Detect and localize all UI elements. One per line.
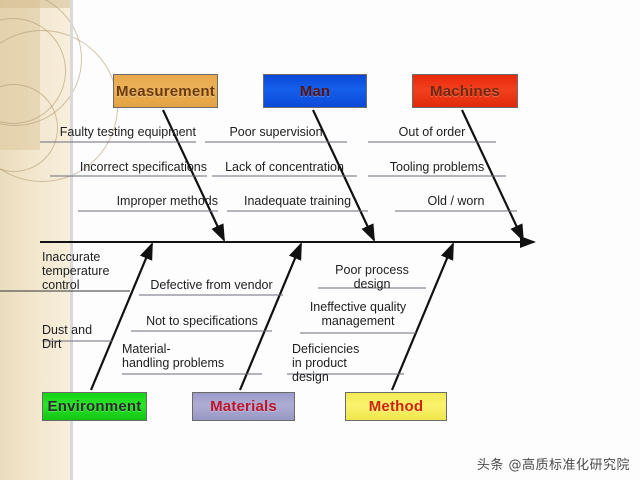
cause-environment-2: Dust and Dirt [42, 323, 93, 351]
bone-method [390, 241, 455, 391]
category-box-man[interactable]: Man [263, 74, 367, 108]
bone-materials [238, 241, 303, 391]
cause-materials-1: Defective from vendor [150, 278, 273, 292]
sidebar-divider [70, 0, 73, 480]
category-box-materials[interactable]: Materials [192, 392, 295, 421]
category-box-machines[interactable]: Machines [412, 74, 518, 108]
cause-measurement-1: Faulty testing equipment [59, 125, 196, 139]
category-box-measurement[interactable]: Measurement [113, 74, 218, 108]
category-label-machines: Machines [430, 82, 500, 100]
cause-measurement-2: Incorrect specifications [79, 160, 207, 174]
cause-machines-2: Tooling problems [389, 160, 485, 174]
cause-materials-3: Material- handling problems [122, 342, 225, 370]
cause-method-2: Ineffective quality management [309, 300, 407, 328]
cause-measurement-3: Improper methods [116, 194, 218, 208]
category-label-environment: Environment [47, 398, 142, 415]
cause-method-3: Deficiencies in product design [292, 342, 360, 384]
cause-man-2: Lack of concentration [225, 160, 344, 174]
decorative-sidebar [0, 0, 118, 480]
category-label-measurement: Measurement [116, 82, 215, 100]
bone-man [312, 109, 375, 242]
cause-materials-2: Not to specifications [146, 314, 258, 328]
category-label-materials: Materials [210, 398, 277, 415]
category-label-man: Man [299, 82, 331, 100]
cause-environment-1: Inaccurate temperature control [42, 250, 110, 292]
cause-man-3: Inadequate training [243, 194, 352, 208]
cause-machines-3: Old / worn [427, 194, 485, 208]
bone-machines [461, 109, 524, 242]
cause-machines-1: Out of order [398, 125, 466, 139]
category-box-method[interactable]: Method [345, 392, 447, 421]
category-box-environment[interactable]: Environment [42, 392, 147, 421]
bone-environment [89, 241, 154, 391]
bone-measurement [162, 109, 225, 242]
cause-man-1: Poor supervision [229, 125, 323, 139]
cause-method-1: Poor process design [335, 263, 409, 291]
watermark-text: 头条 @高质标准化研究院 [476, 458, 630, 473]
category-label-method: Method [368, 398, 424, 415]
